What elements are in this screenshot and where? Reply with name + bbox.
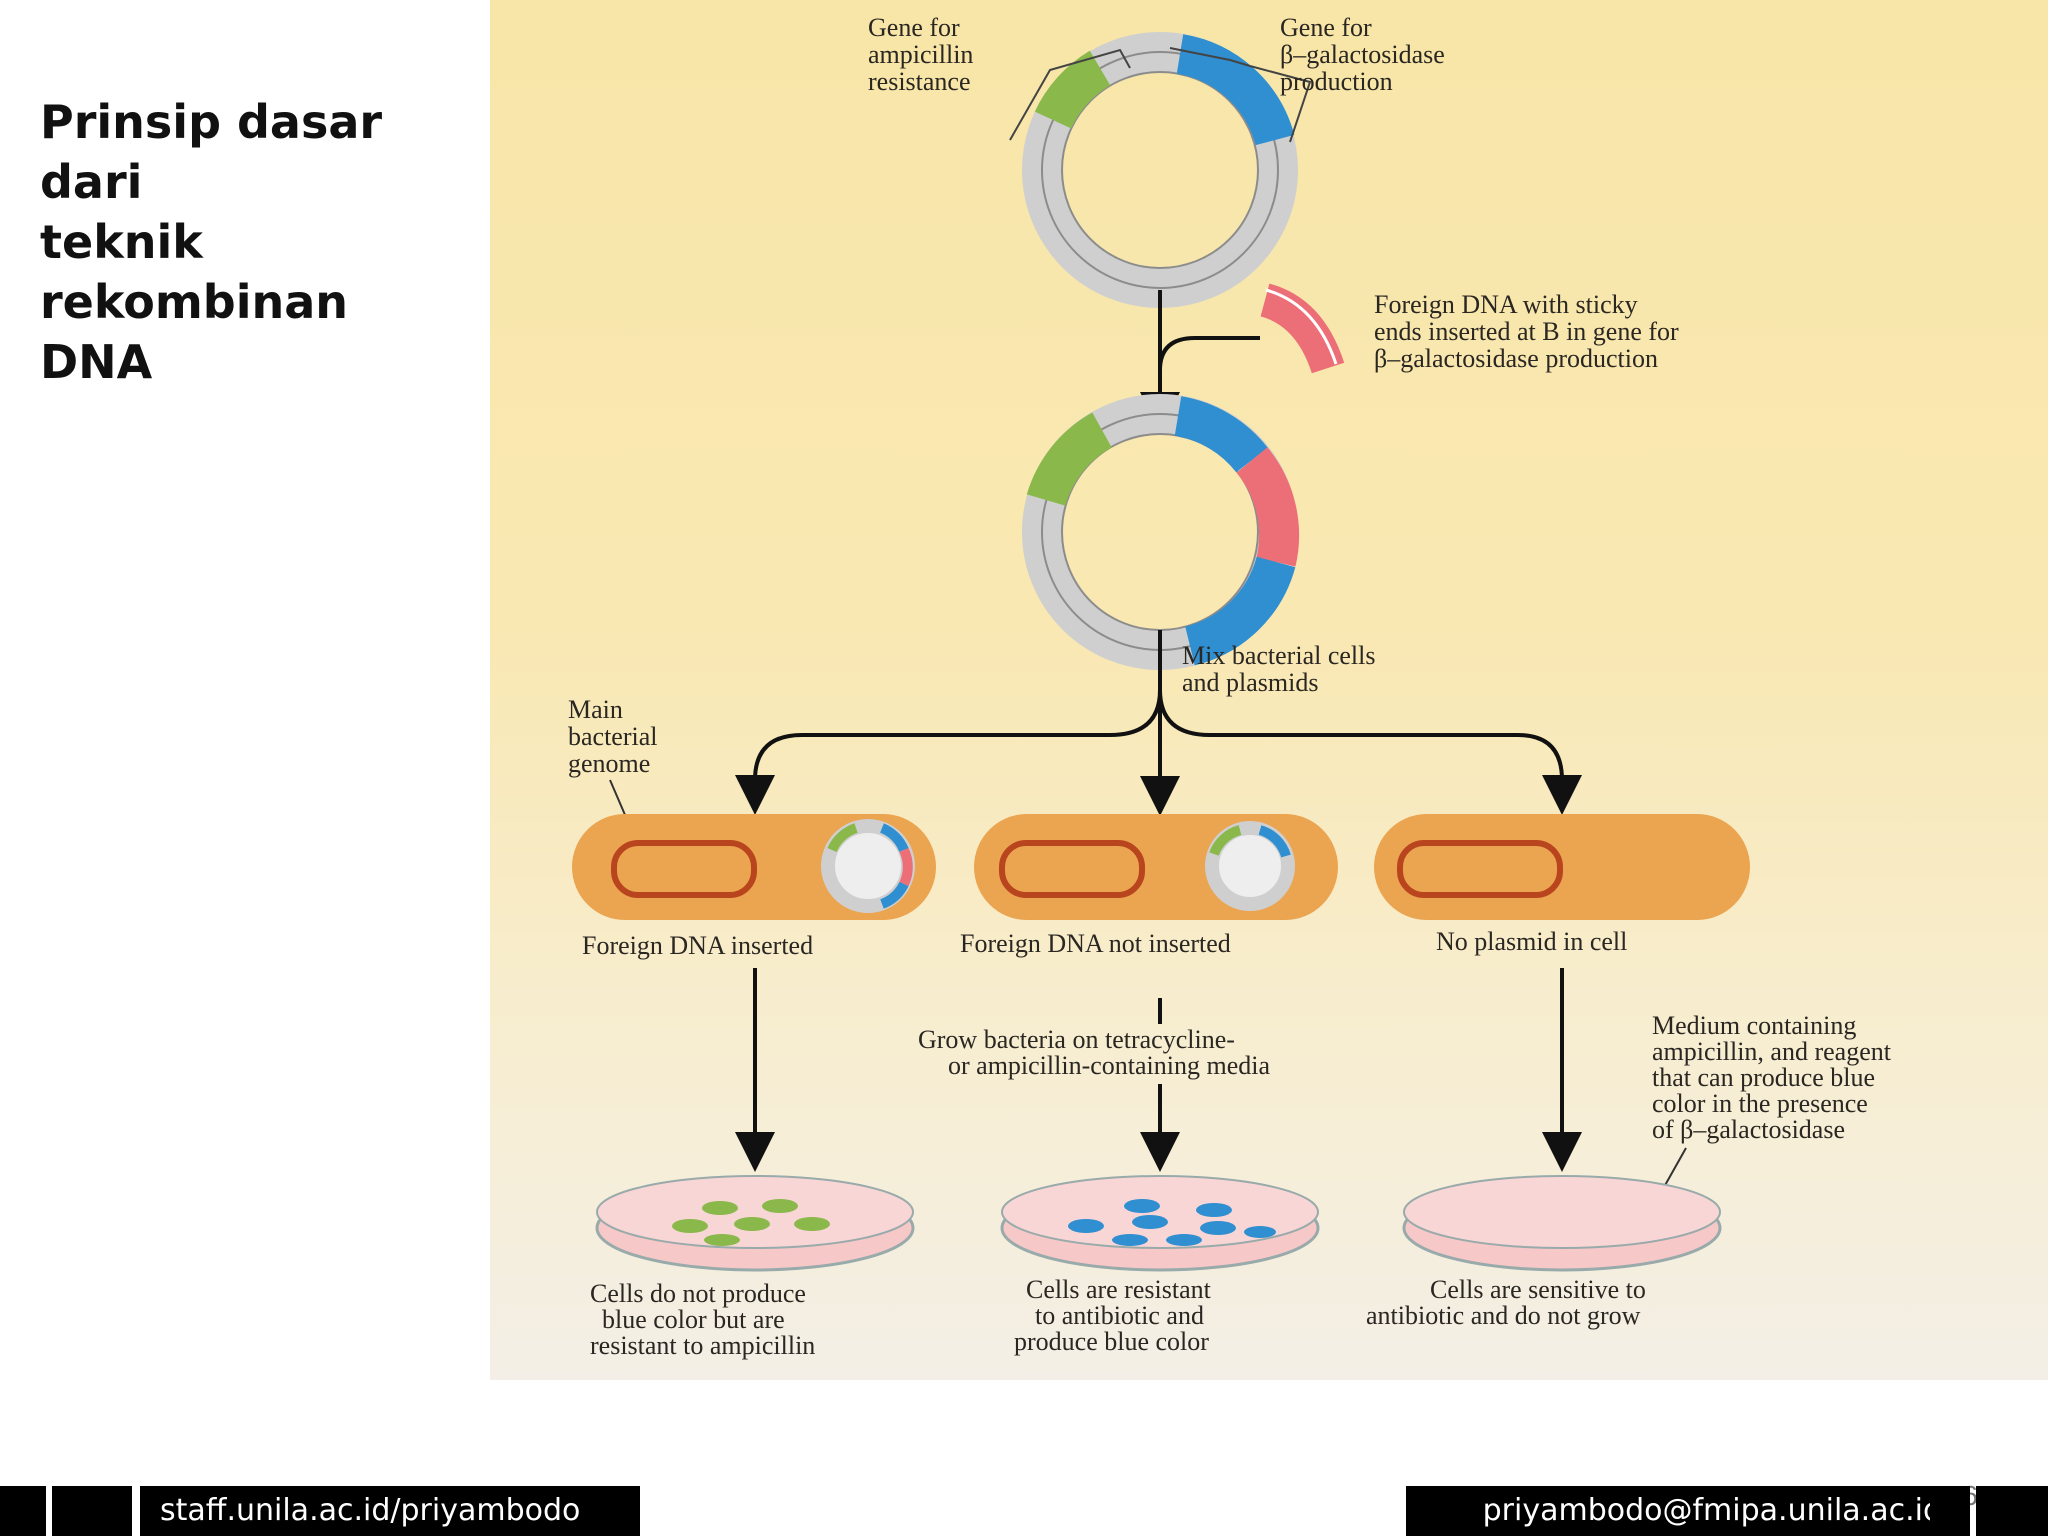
- cell-no-plasmid: [1374, 814, 1750, 920]
- diagram-svg: Gene for ampicillin resistance Gene for …: [568, 13, 1892, 1360]
- slide-title: Prinsip dasar dari teknik rekombinan DNA: [40, 92, 500, 392]
- label-mix-line1: Mix bacterial cells: [1182, 641, 1375, 670]
- label-bgal-line1: Gene for: [1280, 13, 1372, 42]
- cell-foreign-not-inserted: [974, 814, 1338, 920]
- label-bgal-line2: β–galactosidase: [1280, 40, 1445, 69]
- result-3-line1: Cells are sensitive to: [1430, 1275, 1646, 1304]
- label-grow-line1: Grow bacteria on tetracycline-: [918, 1025, 1235, 1054]
- cell-2-caption: Foreign DNA not inserted: [960, 929, 1231, 958]
- title-line-1: Prinsip dasar dari: [40, 95, 383, 209]
- label-mix-line2: and plasmids: [1182, 668, 1319, 697]
- footer-left-block-2: [52, 1486, 132, 1536]
- foreign-dna-fragment: [1259, 283, 1345, 374]
- result-1-line2: blue color but are: [602, 1305, 785, 1334]
- bgal-gene-segment: [1176, 34, 1295, 146]
- footer-right-block-1: [1930, 1486, 1970, 1536]
- title-line-3: DNA: [40, 335, 153, 389]
- cell-foreign-inserted: [572, 814, 936, 920]
- result-3-line2: antibiotic and do not grow: [1366, 1301, 1641, 1330]
- result-2-line2: to antibiotic and: [1035, 1301, 1204, 1330]
- label-medium-line4: color in the presence: [1652, 1089, 1868, 1118]
- label-medium-line2: ampicillin, and reagent: [1652, 1037, 1892, 1066]
- label-medium-line3: that can produce blue: [1652, 1063, 1875, 1092]
- label-medium-line1: Medium containing: [1652, 1011, 1856, 1040]
- plasmid-original: [1009, 32, 1312, 308]
- label-grow-line2: or ampicillin-containing media: [948, 1051, 1270, 1080]
- result-2-line1: Cells are resistant: [1026, 1275, 1212, 1304]
- title-line-2: teknik rekombinan: [40, 215, 349, 329]
- footer-left-url[interactable]: staff.unila.ac.id/priyambodo: [140, 1486, 640, 1536]
- amp-gene-segment: [1034, 50, 1111, 130]
- label-genome-line1: Main: [568, 695, 623, 724]
- footer-right-block-2: [1976, 1486, 2048, 1536]
- label-foreign-line2: ends inserted at B in gene for: [1374, 317, 1679, 346]
- label-amp-line3: resistance: [868, 67, 971, 96]
- recombinant-dna-figure: Gene for ampicillin resistance Gene for …: [490, 0, 2048, 1380]
- result-2-line3: produce blue color: [1014, 1327, 1209, 1356]
- petri-dish-3: [1402, 1175, 1722, 1272]
- label-medium-line5: of β–galactosidase: [1652, 1115, 1845, 1144]
- label-genome-line2: bacterial: [568, 722, 658, 751]
- cell-3-caption: No plasmid in cell: [1436, 927, 1627, 956]
- label-genome-line3: genome: [568, 749, 650, 778]
- result-1-line3: resistant to ampicillin: [590, 1331, 815, 1360]
- label-foreign-line3: β–galactosidase production: [1374, 344, 1658, 373]
- result-1-line1: Cells do not produce: [590, 1279, 806, 1308]
- petri-dish-1: [595, 1175, 915, 1272]
- plasmid-recombinant: [1022, 394, 1300, 670]
- footer-right-email[interactable]: priyambodo@fmipa.unila.ac.id: [1406, 1486, 1962, 1536]
- label-amp-line1: Gene for: [868, 13, 960, 42]
- footer-left-block-1: [0, 1486, 46, 1536]
- label-bgal-line3: production: [1280, 67, 1393, 96]
- cell-1-caption: Foreign DNA inserted: [582, 931, 813, 960]
- label-foreign-line1: Foreign DNA with sticky: [1374, 290, 1638, 319]
- petri-dish-2: [1000, 1175, 1320, 1272]
- label-amp-line2: ampicillin: [868, 40, 973, 69]
